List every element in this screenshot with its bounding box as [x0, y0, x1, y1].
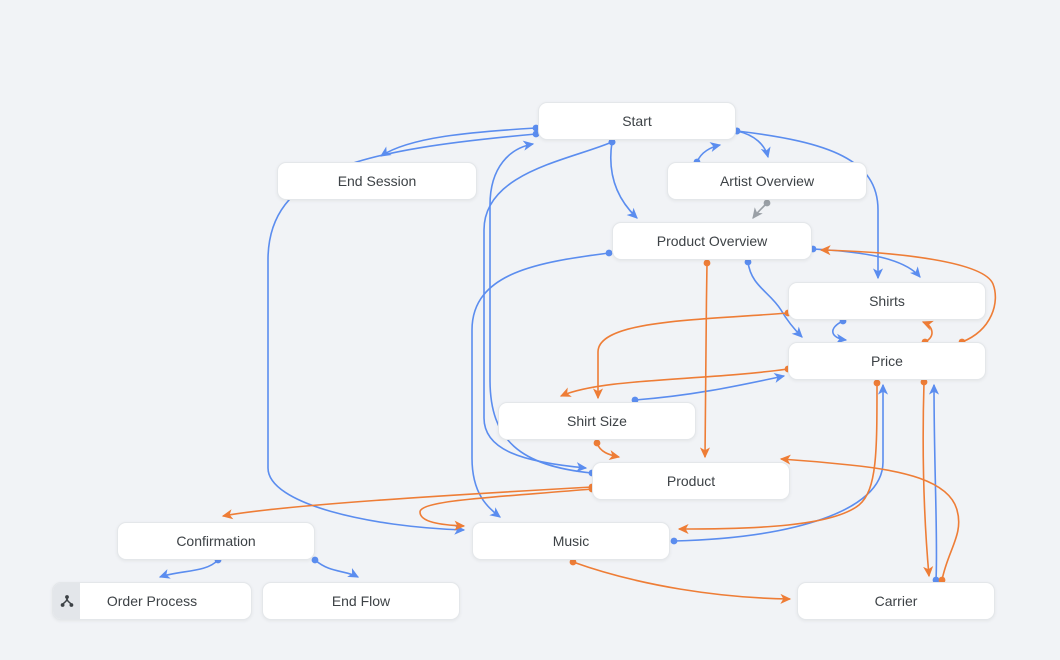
edge-product-to-confirmation — [221, 486, 593, 520]
node-label: Shirts — [869, 293, 905, 309]
node-label: Product — [666, 473, 716, 489]
edge-price-to-carrier — [922, 381, 934, 578]
node-product[interactable]: Product — [592, 462, 790, 500]
edge-carrier-to-price — [928, 383, 940, 581]
node-label: Confirmation — [176, 533, 256, 549]
edge-price-to-music-right — [677, 382, 878, 535]
subflow-icon — [53, 583, 80, 619]
node-music[interactable]: Music — [472, 522, 670, 560]
edge-price-to-product-overview — [819, 245, 997, 343]
edge-product-overview-to-music-top — [471, 252, 610, 518]
edge-start-to-music-left — [267, 133, 537, 535]
node-product-overview[interactable]: Product Overview — [612, 222, 812, 260]
node-label: Music — [552, 533, 590, 549]
edge-confirmation-to-end-flow — [314, 559, 360, 578]
port-dot-start — [532, 124, 540, 132]
port-dot-shirt-size — [631, 396, 639, 404]
node-label: Artist Overview — [719, 173, 815, 189]
node-end-session[interactable]: End Session — [277, 162, 477, 200]
node-end-flow[interactable]: End Flow — [262, 582, 460, 620]
edge-shirts-to-price — [832, 320, 848, 344]
node-label: Shirt Size — [567, 413, 627, 429]
edge-shirt-size-to-price-left — [634, 372, 786, 401]
edge-artist-overview-to-start — [696, 142, 722, 163]
edge-confirmation-to-order-process — [158, 559, 219, 579]
edge-shirts-to-shirt-size-top — [592, 312, 789, 400]
port-dot-product-overview — [744, 258, 752, 266]
port-dot-start — [532, 130, 540, 138]
edge-music-to-carrier-left — [572, 561, 792, 604]
edge-product-overview-to-price — [747, 261, 803, 338]
edge-start-to-shirts — [736, 130, 884, 280]
edge-shirt-size-to-product — [596, 442, 621, 461]
port-dot-music — [569, 558, 577, 566]
edge-product-overview-to-shirts-top — [812, 248, 921, 278]
node-label: Start — [622, 113, 652, 129]
node-shirts[interactable]: Shirts — [788, 282, 986, 320]
port-dot-carrier — [932, 576, 940, 584]
edge-start-to-product-overview — [610, 141, 638, 219]
port-dot-carrier — [938, 576, 946, 584]
edge-music-to-price-bottom — [673, 383, 889, 542]
edge-price-to-shirt-size — [559, 368, 789, 397]
port-dot-shirt-size — [593, 439, 601, 447]
edge-product-overview-to-product — [699, 262, 711, 459]
edge-carrier-to-product — [779, 454, 960, 581]
node-carrier[interactable]: Carrier — [797, 582, 995, 620]
port-dot-start — [608, 138, 616, 146]
node-order-process[interactable]: Order Process — [52, 582, 252, 620]
node-label: Order Process — [106, 593, 198, 609]
node-label: Price — [871, 353, 903, 369]
port-dot-confirmation — [311, 556, 319, 564]
edge-product-to-music — [419, 488, 593, 531]
node-label: End Flow — [331, 593, 391, 609]
edge-start-to-product-left — [483, 141, 613, 473]
node-artist-overview[interactable]: Artist Overview — [667, 162, 867, 200]
node-label: Carrier — [874, 593, 918, 609]
port-dot-music — [670, 537, 678, 545]
port-dot-product-overview — [605, 249, 613, 257]
port-dot-price — [873, 379, 881, 387]
port-dot-price — [920, 378, 928, 386]
node-start[interactable]: Start — [538, 102, 736, 140]
port-dot-artist-overview — [763, 199, 771, 207]
port-dot-product-overview — [703, 259, 711, 267]
node-label: End Session — [337, 173, 417, 189]
node-confirmation[interactable]: Confirmation — [117, 522, 315, 560]
node-price[interactable]: Price — [788, 342, 986, 380]
node-label: Product Overview — [656, 233, 768, 249]
edge-start-to-end-session — [379, 127, 537, 157]
node-shirt-size[interactable]: Shirt Size — [498, 402, 696, 440]
